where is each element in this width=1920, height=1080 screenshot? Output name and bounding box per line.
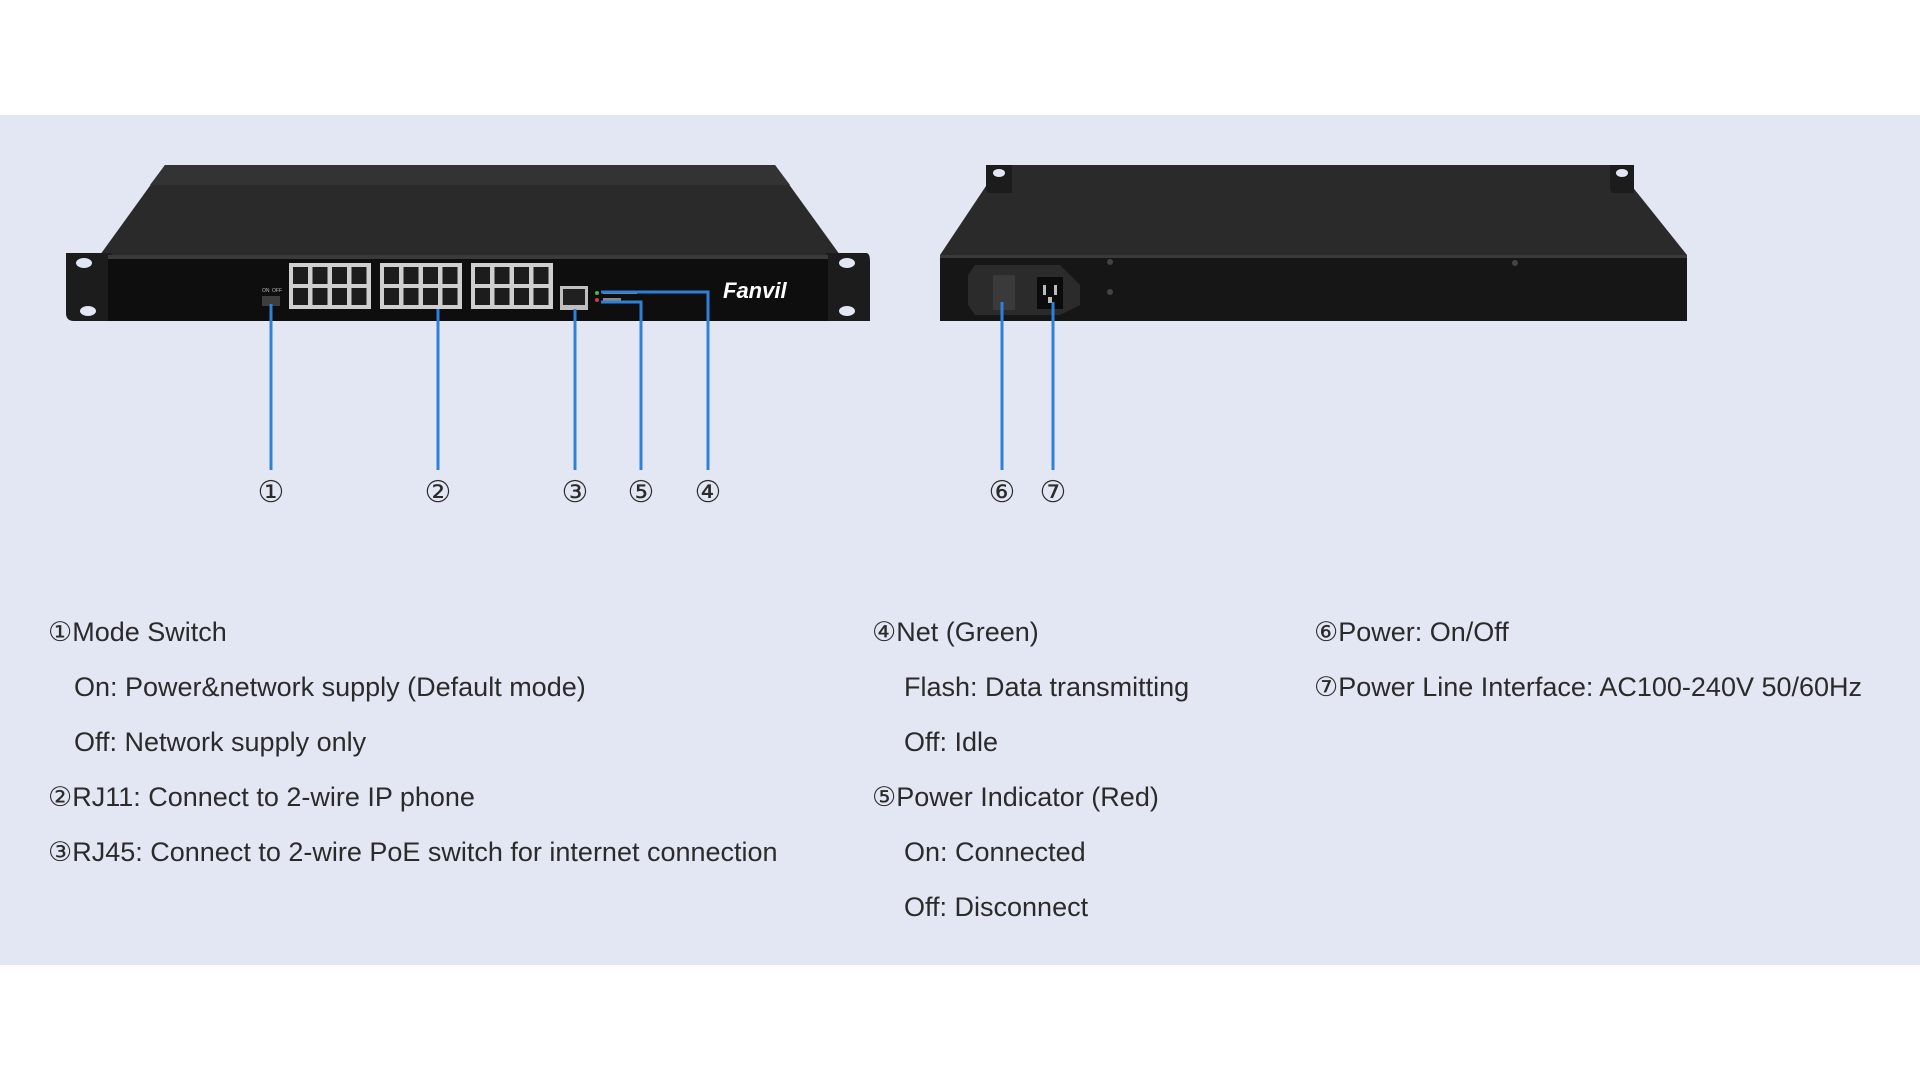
rj11-port (514, 288, 529, 305)
callout-number-1: ① (258, 475, 285, 510)
callout-number-3: ③ (562, 475, 589, 510)
switch-label-off: OFF (272, 288, 282, 294)
front-rack-ear-left (66, 253, 112, 321)
legend-item-net-flash: Flash: Data transmitting (872, 660, 1189, 715)
rj11-port (351, 288, 367, 305)
legend-item-power-off: Off: Disconnect (872, 880, 1189, 935)
brand-logo: Fanvil (723, 278, 787, 303)
power-on-off-switch (993, 275, 1015, 310)
rj11-port (351, 267, 367, 284)
legend-number: ② (48, 782, 73, 812)
callout-number-6: ⑥ (989, 475, 1016, 510)
callout-number-2: ② (425, 475, 452, 510)
legend-item-mode-off: Off: Network supply only (48, 715, 778, 770)
rj11-port (533, 267, 549, 284)
diagram-panel: ON OFF Fanvil (0, 115, 1920, 965)
legend-item-mode-switch: ①Mode Switch (48, 605, 778, 660)
power-led (595, 298, 599, 302)
legend-number: ⑦ (1314, 672, 1339, 702)
callout-line-5 (601, 300, 643, 470)
rj11-port (442, 288, 458, 305)
power-line-socket (1037, 277, 1063, 309)
back-device (940, 165, 1687, 321)
rj11-port (442, 267, 458, 284)
power-module (968, 265, 1080, 315)
callout-number-4: ④ (695, 475, 722, 510)
rj11-port (293, 267, 308, 284)
legend-text: Off: Disconnect (904, 892, 1089, 922)
rj11-port (332, 267, 347, 284)
legend-number: ③ (48, 837, 73, 867)
legend-item-power-switch: ⑥Power: On/Off (1314, 605, 1862, 660)
legend-column-1: ①Mode Switch On: Power&network supply (D… (48, 605, 778, 880)
front-device: ON OFF Fanvil (66, 165, 870, 321)
rj11-port (494, 267, 510, 284)
legend-item-power-indicator: ⑤Power Indicator (Red) (872, 770, 1189, 825)
legend-text: Off: Network supply only (74, 727, 367, 757)
rj11-port (332, 288, 347, 305)
legend-item-rj11: ②RJ11: Connect to 2-wire IP phone (48, 770, 778, 825)
legend-text: On: Power&network supply (Default mode) (74, 672, 586, 702)
rj11-port (384, 267, 399, 284)
rj45-port (560, 286, 588, 310)
callout-line-4 (601, 290, 710, 470)
legend-item-net: ④Net (Green) (872, 605, 1189, 660)
legend-text: Flash: Data transmitting (904, 672, 1190, 702)
rj11-port (494, 288, 510, 305)
legend-item-net-off: Off: Idle (872, 715, 1189, 770)
legend-item-power-on: On: Connected (872, 825, 1189, 880)
rj11-port (475, 288, 490, 305)
legend-text: On: Connected (904, 837, 1086, 867)
legend-column-2: ④Net (Green) Flash: Data transmitting Of… (872, 605, 1189, 935)
legend-text: Power: On/Off (1338, 617, 1509, 647)
callout-number-5: ⑤ (628, 475, 655, 510)
legend-item-power-line: ⑦Power Line Interface: AC100-240V 50/60H… (1314, 660, 1862, 715)
rj11-port (403, 288, 419, 305)
callout-number-7: ⑦ (1040, 475, 1067, 510)
legend-number: ⑤ (872, 782, 897, 812)
rj11-port (514, 267, 529, 284)
switch-label-on: ON (262, 288, 270, 294)
legend-text: Power Line Interface: AC100-240V 50/60Hz (1338, 672, 1863, 702)
rj11-port (312, 288, 328, 305)
legend-column-3: ⑥Power: On/Off ⑦Power Line Interface: AC… (1314, 605, 1862, 715)
legend-number: ① (48, 617, 73, 647)
mode-switch: ON OFF (262, 288, 282, 306)
legend-number: ④ (872, 617, 897, 647)
legend-item-rj45: ③RJ45: Connect to 2-wire PoE switch for … (48, 825, 778, 880)
rj11-port-block (289, 263, 553, 309)
legend-text: Power Indicator (Red) (896, 782, 1159, 812)
front-rack-ear-right (826, 253, 870, 321)
callout-lines (269, 290, 1055, 470)
legend-text: Mode Switch (72, 617, 227, 647)
rj11-port (533, 288, 549, 305)
rj11-port (423, 288, 438, 305)
device-diagram: ON OFF Fanvil (66, 165, 1687, 510)
legend-number: ⑥ (1314, 617, 1339, 647)
net-led (595, 291, 599, 295)
legend-item-mode-on: On: Power&network supply (Default mode) (48, 660, 778, 715)
legend-text: RJ45: Connect to 2-wire PoE switch for i… (72, 837, 778, 867)
legend-text: RJ11: Connect to 2-wire IP phone (72, 782, 475, 812)
rj11-port (293, 288, 308, 305)
legend-text: Off: Idle (904, 727, 999, 757)
rj11-port (475, 267, 490, 284)
rj11-port (384, 288, 399, 305)
rj11-port (312, 267, 328, 284)
legend-text: Net (Green) (896, 617, 1039, 647)
rj11-port (403, 267, 419, 284)
rj11-port (423, 267, 438, 284)
